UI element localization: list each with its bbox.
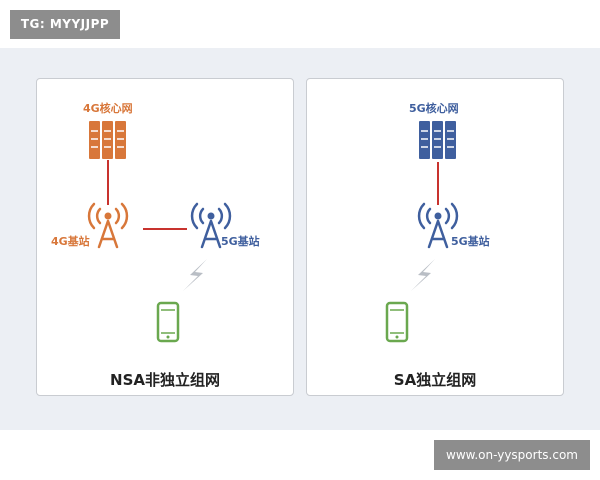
sa-diagram [385, 121, 459, 343]
4g-tower-icon [87, 202, 129, 249]
sa-panel-title: SA独立组网 [393, 371, 477, 389]
wireless-signal-icon [183, 259, 207, 291]
nsa-core-label: 4G核心网 [83, 102, 133, 115]
phone-icon [156, 301, 180, 343]
nsa-4g-station-label: 4G基站 [51, 235, 90, 248]
server-icon [419, 121, 456, 159]
phone-icon [385, 301, 409, 343]
watermark-top: TG: MYYJJPP [10, 10, 120, 39]
wireless-signal-icon [411, 259, 435, 291]
nsa-panel-title: NSA非独立组网 [110, 371, 220, 389]
watermark-bottom: www.on-yysports.com [434, 440, 590, 470]
sa-panel: 5G核心网 5G基站 SA独立组网 [306, 78, 564, 396]
nsa-diagram [87, 121, 232, 343]
5g-tower-icon [190, 202, 232, 249]
sa-5g-station-label: 5G基站 [451, 235, 490, 248]
server-icon [89, 121, 126, 159]
nsa-5g-station-label: 5G基站 [221, 235, 260, 248]
sa-core-label: 5G核心网 [409, 102, 459, 115]
5g-tower-icon [417, 202, 459, 249]
nsa-panel: 4G核心网 4G基站 5G基站 NSA非独立组网 [36, 78, 294, 396]
